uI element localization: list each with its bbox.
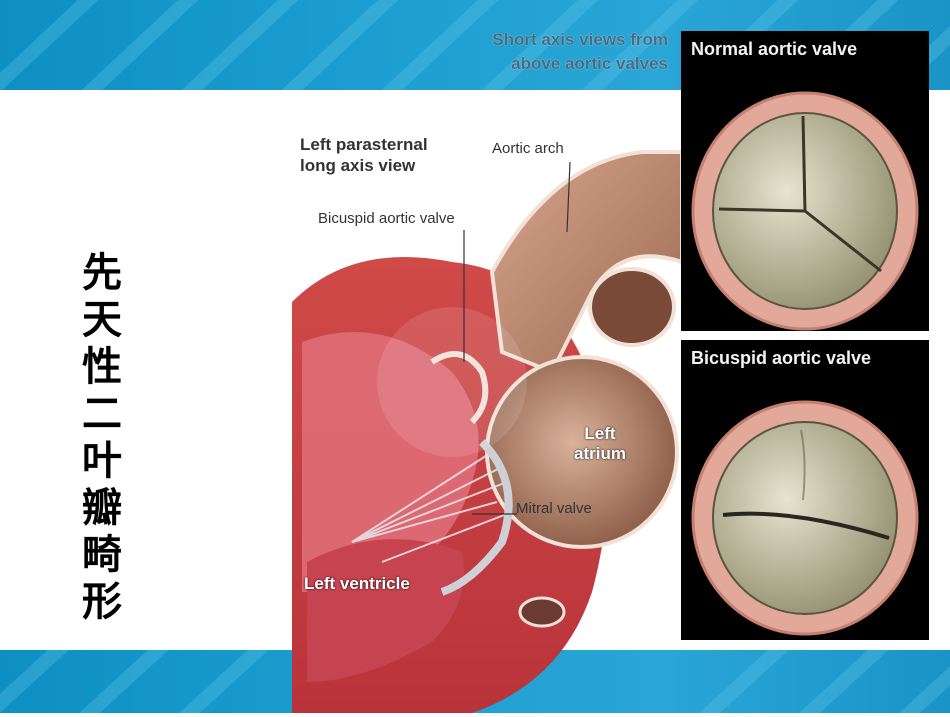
label-mitral-valve: Mitral valve <box>516 500 592 517</box>
label-aortic-arch: Aortic arch <box>492 140 564 157</box>
bicuspid-valve-drawing <box>691 400 919 636</box>
label-left-atrium-line1: Left <box>584 424 616 443</box>
normal-aortic-valve-panel: Normal aortic valve <box>681 31 929 331</box>
view-title-line2: long axis view <box>300 156 416 175</box>
bicuspid-aortic-valve-panel: Bicuspid aortic valve <box>681 340 929 640</box>
label-left-atrium-line2: atrium <box>574 444 626 463</box>
view-title: Left parasternal long axis view <box>300 134 428 176</box>
short-axis-caption-line1: Short axis views from <box>492 30 668 49</box>
short-axis-caption-line2: above aortic valves <box>511 54 668 73</box>
label-left-ventricle: Left ventricle <box>304 574 410 593</box>
short-axis-caption: Short axis views from above aortic valve… <box>492 28 668 76</box>
heart-drawing <box>292 150 684 713</box>
bicuspid-panel-title: Bicuspid aortic valve <box>691 348 872 368</box>
footer-band-texture <box>0 650 950 713</box>
normal-panel-title: Normal aortic valve <box>691 39 858 59</box>
label-left-atrium: Left atrium <box>574 424 626 464</box>
normal-valve-drawing <box>691 91 919 331</box>
label-bicuspid-aortic-valve: Bicuspid aortic valve <box>318 210 455 227</box>
view-title-line1: Left parasternal <box>300 135 428 154</box>
slide-title: 先天性二叶瓣畸形 <box>82 250 122 625</box>
long-axis-heart-illustration: Left parasternal long axis view Aortic a… <box>292 122 684 713</box>
